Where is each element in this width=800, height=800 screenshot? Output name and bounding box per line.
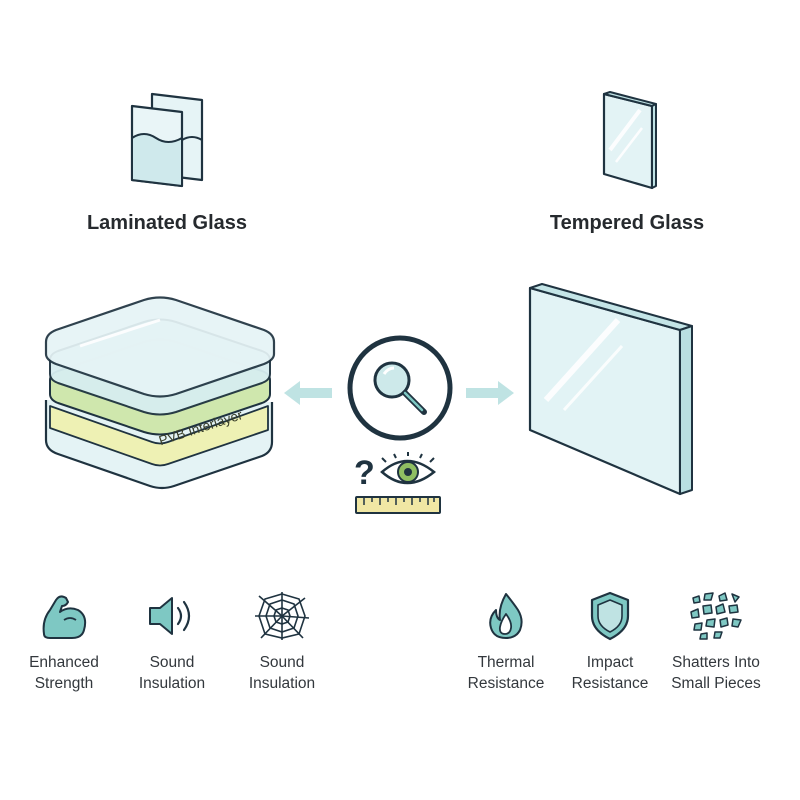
magnifier-icon [347,335,453,441]
laminated-glass-stack-illustration: PVB Interlayer [44,296,276,490]
shield-icon [590,591,630,641]
right-arrow-icon [466,381,514,405]
question-eye-icon: ? [354,452,436,490]
svg-text:?: ? [354,454,375,490]
flame-icon [489,593,523,639]
spiderweb-crack-icon [255,592,310,640]
left-arrow-icon [284,381,332,405]
speaker-icon [149,597,191,635]
tempered-glass-small-icon [602,91,657,190]
tempered-glass-title: Tempered Glass [549,212,705,234]
laminated-glass-title: Laminated Glass [86,212,248,234]
flexed-arm-icon [42,595,87,639]
ruler-icon [355,496,441,514]
shattered-pieces-icon [690,592,742,640]
tempered-glass-panel-illustration [528,283,693,496]
laminated-glass-small-icon [130,92,204,188]
